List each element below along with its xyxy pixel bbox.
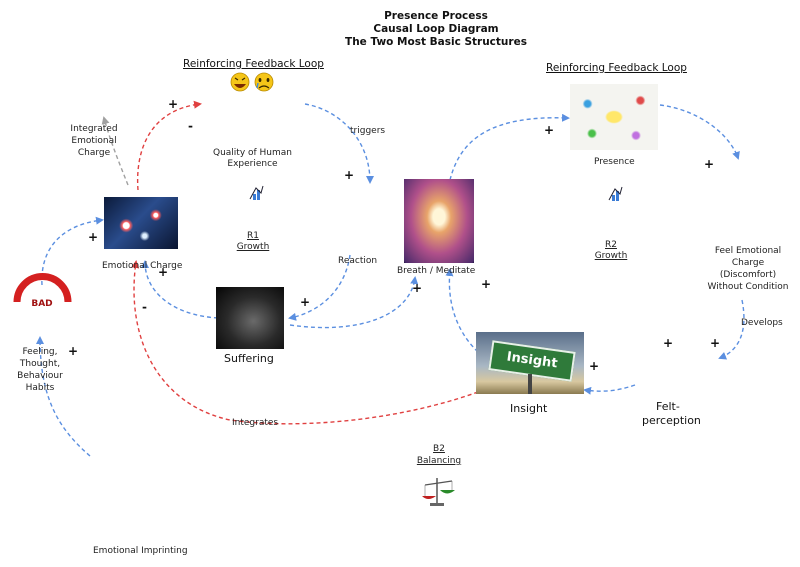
insight-label: Insight — [510, 402, 548, 415]
feeling-label-3: Behaviour — [17, 371, 63, 381]
feel-label-1: Feel Emotional — [714, 246, 782, 256]
integrated-label-3: Charge — [77, 148, 111, 158]
bad-sign-icon: BAD — [13, 273, 72, 309]
polarity-plus: + — [158, 265, 169, 279]
integrated-label-1: Integrated — [70, 124, 118, 134]
insight-sign-board: Insight — [488, 340, 576, 382]
feel-label-2: Charge — [731, 258, 765, 268]
polarity-plus: + — [589, 359, 600, 373]
title-line-1: Presence Process — [384, 10, 488, 22]
title-line-3: The Two Most Basic Structures — [345, 36, 527, 48]
presence-label: Presence — [594, 157, 635, 167]
arrow-emotional-charge-to-top — [136, 100, 202, 191]
laughing-face-icon — [230, 72, 250, 92]
polarity-plus: + — [710, 336, 721, 350]
svg-text:BAD: BAD — [31, 299, 52, 309]
quality-label-1: Quality of Human — [212, 148, 292, 158]
polarity-plus: + — [168, 97, 179, 111]
feeling-label-1: Feeling, — [22, 347, 58, 357]
arrow-insight-to-breath — [445, 268, 479, 353]
arrow-felt-to-insight — [583, 384, 636, 395]
suffering-label: Suffering — [224, 352, 274, 365]
balance-scale-icon — [422, 478, 455, 506]
polarity-plus: + — [412, 281, 423, 295]
b2-code: B2 — [433, 444, 445, 454]
polarity-plus: + — [300, 295, 311, 309]
arrow-suffering-to-breath — [289, 276, 419, 329]
polarity-plus: + — [68, 344, 79, 358]
arrow-suffering-to-emotional-charge — [141, 260, 219, 319]
arrow-presence-to-feel — [659, 104, 740, 160]
neurons-image — [104, 197, 178, 249]
arrow-imprinting-to-feeling — [36, 336, 91, 457]
integrated-label-2: Emotional — [71, 136, 117, 146]
r2-code: R2 — [605, 240, 617, 250]
suffering-face-image — [216, 287, 284, 349]
arrow-quality-triggers-reaction — [304, 103, 374, 184]
arrow-integrates-to-emotional-charge — [131, 260, 479, 425]
polarity-plus: + — [704, 157, 715, 171]
polarity-plus: + — [481, 277, 492, 291]
polarity-minus: - — [188, 119, 193, 133]
feel-label-4: Without Condition — [707, 282, 789, 292]
arrow-reaction-to-suffering — [288, 254, 351, 321]
feeling-label-4: Habits — [25, 383, 55, 393]
link-label-triggers: triggers — [350, 126, 386, 136]
felt-perception-label-1: Felt- — [656, 400, 680, 413]
b2-kind: Balancing — [416, 456, 462, 466]
link-label-develops: Develops — [741, 318, 783, 328]
growth-chart-icon — [608, 186, 623, 201]
link-label-reaction: Reaction — [338, 256, 378, 266]
link-label-integrates: Integrates — [232, 418, 279, 428]
presence-mindmap-image — [570, 84, 658, 150]
feeling-label-2: Thought, — [19, 359, 61, 369]
r1-kind: Growth — [236, 242, 270, 252]
arrow-feel-develops-felt — [718, 299, 745, 360]
feel-label-3: (Discomfort) — [719, 270, 777, 280]
sign-post — [528, 374, 532, 394]
polarity-minus: - — [142, 300, 147, 314]
polarity-plus: + — [663, 336, 674, 350]
title-line-2: Causal Loop Diagram — [373, 23, 499, 35]
quality-label-2: Experience — [227, 159, 278, 169]
arrow-breath-to-presence — [449, 113, 570, 181]
emotional-imprinting-label: Emotional Imprinting — [93, 546, 188, 556]
polarity-plus: + — [544, 123, 555, 137]
left-loop-header: Reinforcing Feedback Loop — [183, 58, 324, 70]
polarity-plus: + — [88, 230, 99, 244]
growth-chart-icon — [249, 185, 264, 200]
arrow-emotional-charge-to-integrated — [101, 116, 129, 186]
right-loop-header: Reinforcing Feedback Loop — [546, 62, 687, 74]
breath-meditate-label: Breath / Meditate — [397, 266, 476, 276]
polarity-plus: + — [344, 168, 355, 182]
felt-perception-label-2: perception — [642, 414, 701, 427]
r2-kind: Growth — [594, 251, 628, 261]
insight-sign-image: Insight — [476, 332, 584, 394]
r1-code: R1 — [247, 231, 259, 241]
crying-face-icon — [254, 72, 274, 92]
emotional-charge-label: Emotional Charge — [102, 261, 183, 271]
meditation-image — [404, 179, 474, 263]
